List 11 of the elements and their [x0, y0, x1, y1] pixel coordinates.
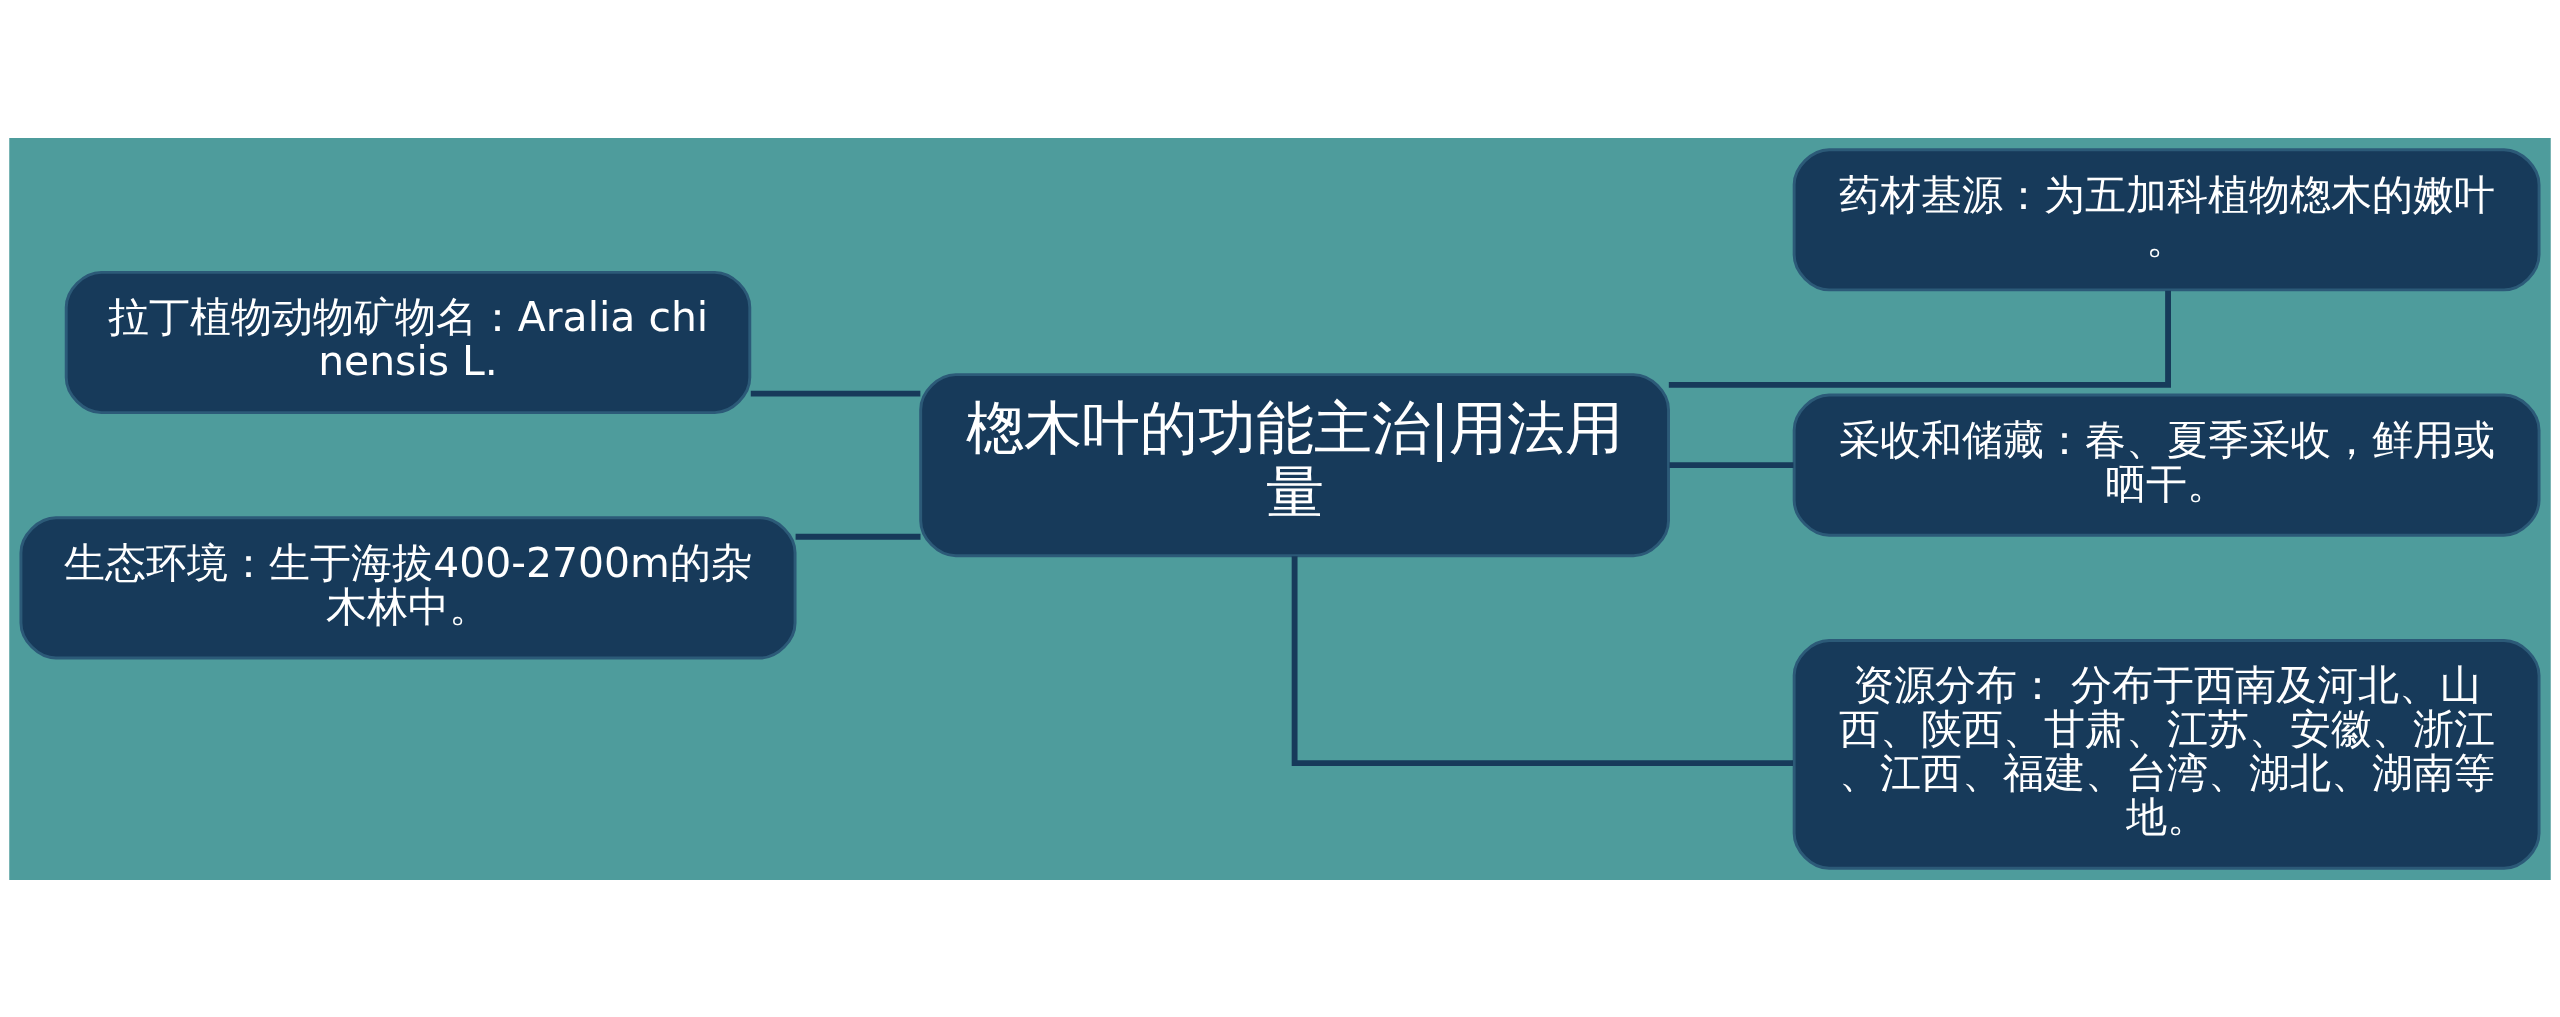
node-box: 拉丁植物动物矿物名：Aralia chinensis L.: [64, 270, 752, 414]
node-box: 生态环境：生于海拔400-2700m的杂木林中。: [19, 515, 797, 659]
node-box: 资源分布： 分布于西南及河北、山西、陕西、甘肃、江苏、安徽、浙江、江西、福建、台湾、湖北、湖南等地。: [1792, 638, 2541, 870]
node-box: 楤木叶的功能主治|用法用量: [919, 372, 1670, 557]
node-box: 药材基源：为五加科植物楤木的嫩叶。: [1792, 147, 2541, 291]
node-box: 采收和储藏：春、夏季采收，鲜用或晒干。: [1792, 393, 2541, 537]
connector: [1291, 555, 1793, 766]
connector: [795, 533, 921, 540]
connector: [750, 390, 921, 397]
connector: [1668, 290, 2171, 388]
connector: [1669, 461, 1794, 468]
